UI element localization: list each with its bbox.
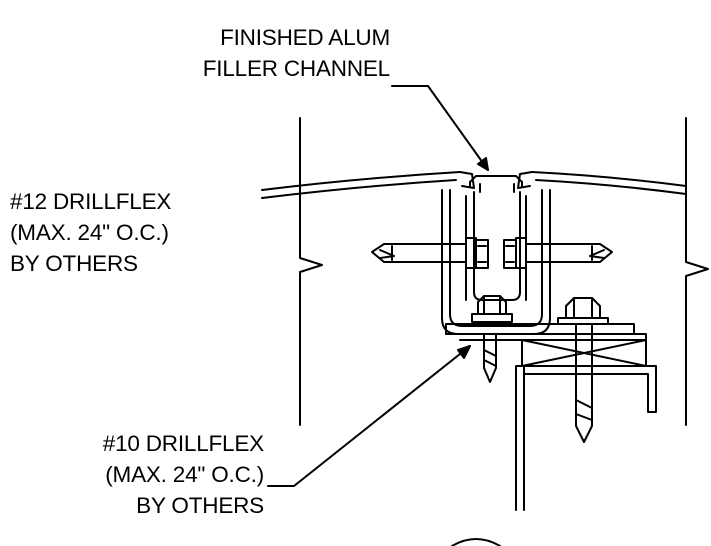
drillflex-12-label-line3: BY OTHERS [10, 251, 138, 276]
filler-channel-label: FINISHED ALUM FILLER CHANNEL [150, 22, 390, 84]
filler-channel-leader [391, 85, 489, 171]
left-panel-edge [299, 117, 323, 426]
drillflex-12-label-line1: #12 DRILLFLEX [10, 189, 172, 214]
wood-blocking [521, 339, 647, 367]
aluminum-channel-inner [449, 189, 543, 327]
drillflex-10-leader [267, 345, 471, 487]
drill-screw-10 [471, 295, 513, 383]
right-panel-edge [685, 117, 709, 426]
right-drill-screw [503, 237, 613, 269]
steel-framing [515, 365, 657, 511]
filler-channel-arrow [477, 157, 489, 171]
left-skin-panel [261, 171, 475, 199]
drillflex-12-label-line2: (MAX. 24" O.C.) [10, 220, 169, 245]
drillflex-10-label: #10 DRILLFLEX (MAX. 24" O.C.) BY OTHERS [30, 428, 264, 521]
filler-channel-label-line2: FILLER CHANNEL [202, 56, 390, 81]
mounting-screw [557, 297, 609, 443]
drillflex-12-label: #12 DRILLFLEX (MAX. 24" O.C.) BY OTHERS [10, 186, 171, 279]
left-drill-screw [371, 237, 489, 269]
right-skin-panel [517, 171, 687, 195]
drillflex-10-arrow [457, 345, 471, 359]
drillflex-10-label-line1: #10 DRILLFLEX [102, 431, 264, 456]
drillflex-10-label-line2: (MAX. 24" O.C.) [105, 462, 264, 487]
drillflex-10-label-line3: BY OTHERS [136, 493, 264, 518]
filler-channel-label-line1: FINISHED ALUM [220, 25, 390, 50]
detail-callout-arc [451, 538, 501, 546]
